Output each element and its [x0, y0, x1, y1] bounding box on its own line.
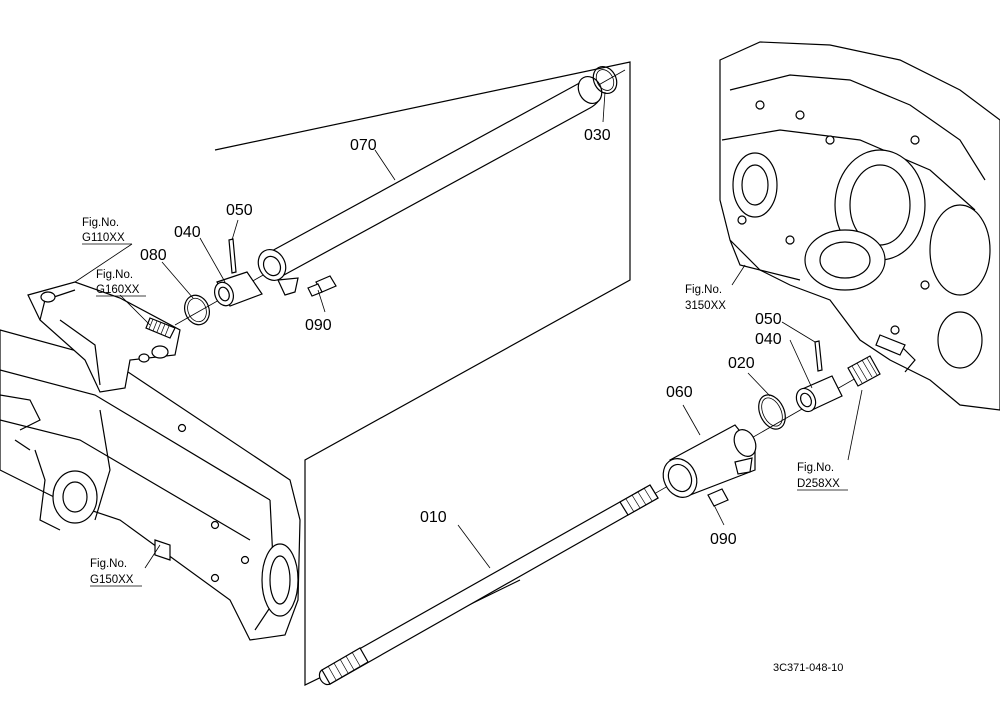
leader-lines	[74, 91, 863, 569]
label-020: 020	[728, 355, 755, 372]
part-080-o-ring	[184, 294, 210, 326]
svg-text:3150XX: 3150XX	[685, 300, 726, 312]
fig-ref-g160: Fig.No. G160XX	[96, 269, 146, 297]
upper-shaft-assembly	[174, 66, 626, 326]
gearbox-case-right	[719, 41, 1000, 411]
label-090-left: 090	[305, 317, 332, 334]
svg-text:Fig.No.: Fig.No.	[82, 217, 119, 229]
figure-references: Fig.No. G110XX Fig.No. G160XX Fig.No. G1…	[82, 217, 848, 587]
svg-text:Fig.No.: Fig.No.	[797, 462, 834, 474]
fig-ref-d258: Fig.No. D258XX	[797, 462, 848, 491]
part-070-tube	[267, 78, 603, 276]
svg-text:Fig.No.: Fig.No.	[90, 558, 127, 570]
svg-text:G110XX: G110XX	[82, 232, 125, 244]
part-050-pin-right	[814, 340, 823, 372]
fig-ref-g150: Fig.No. G150XX	[90, 558, 142, 587]
svg-text:Fig.No.: Fig.No.	[96, 269, 133, 281]
label-040-right: 040	[755, 331, 782, 348]
axle-housing-left	[0, 281, 301, 641]
svg-text:G150XX: G150XX	[90, 574, 134, 586]
label-040-left: 040	[174, 224, 201, 241]
label-050-right: 050	[755, 311, 782, 328]
label-060: 060	[666, 384, 693, 401]
label-080: 080	[140, 247, 167, 264]
label-010: 010	[420, 509, 447, 526]
label-070: 070	[350, 137, 377, 154]
label-030: 030	[584, 127, 611, 144]
diagram-code: 3C371-048-10	[773, 662, 843, 674]
label-090-right: 090	[710, 531, 737, 548]
svg-text:D258XX: D258XX	[797, 478, 840, 490]
part-010-shaft	[321, 484, 659, 685]
part-number-labels: 070 030 050 040 080 090 010 060 020 040 …	[140, 127, 782, 548]
part-090-plug-right	[707, 488, 729, 507]
part-050-pin-left	[228, 238, 237, 274]
label-050-left: 050	[226, 202, 253, 219]
part-020-o-ring	[758, 394, 786, 430]
fig-ref-g110: Fig.No. G110XX	[82, 217, 132, 245]
svg-text:Fig.No.: Fig.No.	[685, 284, 722, 296]
lower-shaft-assembly	[318, 340, 881, 686]
fig-ref-3150: Fig.No. 3150XX	[685, 284, 726, 312]
svg-text:G160XX: G160XX	[96, 284, 140, 296]
part-030-o-ring	[592, 66, 618, 94]
